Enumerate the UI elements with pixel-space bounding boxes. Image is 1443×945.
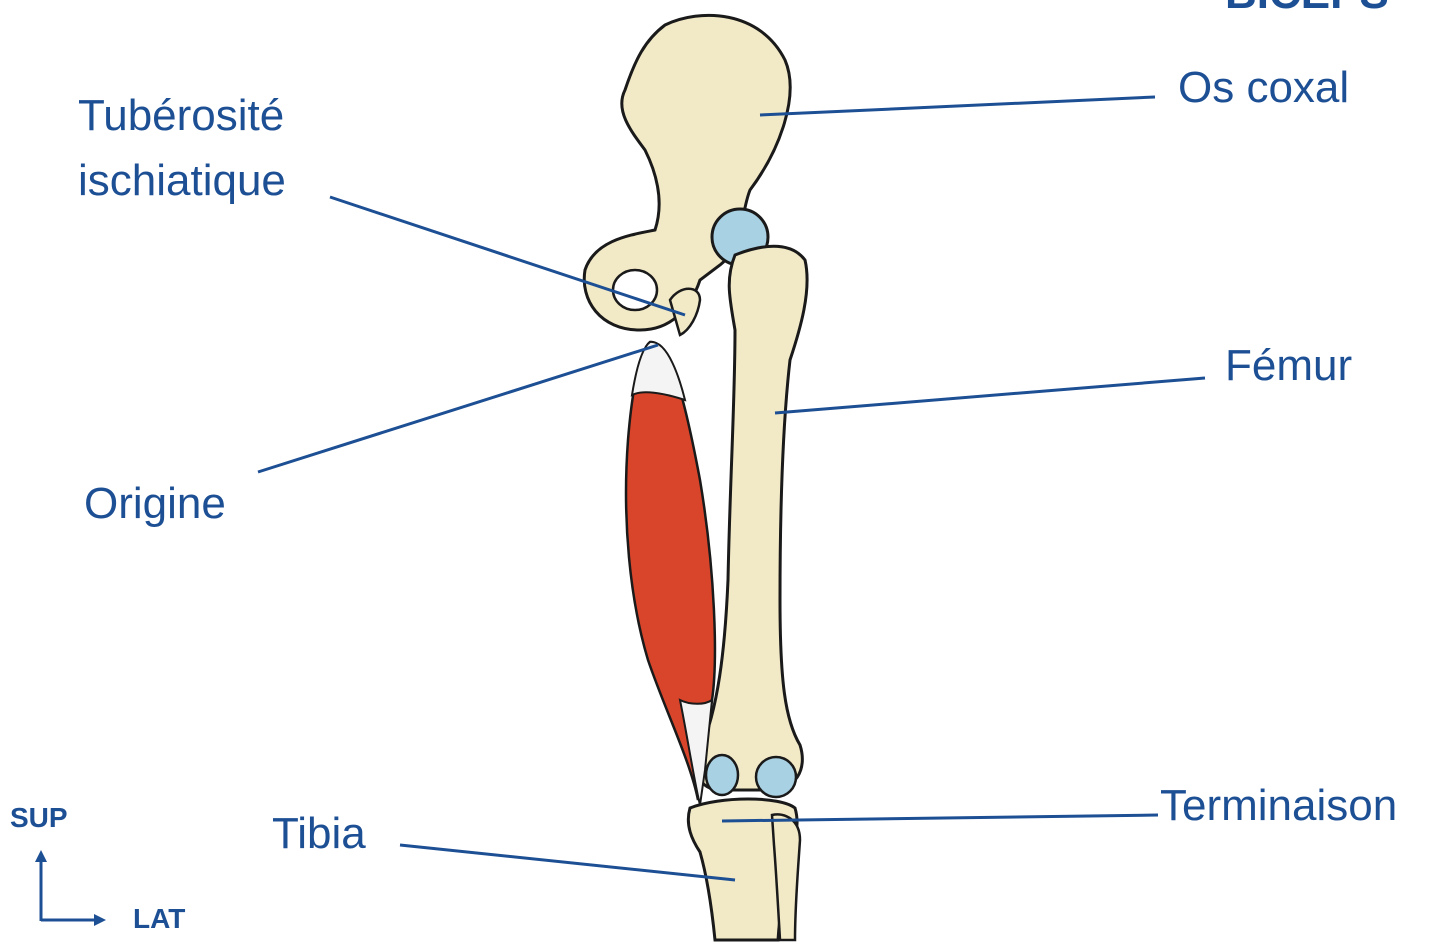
leader-origine: [258, 345, 658, 472]
label-terminaison: Terminaison: [1160, 780, 1397, 833]
label-os-coxal: Os coxal: [1178, 62, 1349, 115]
leader-os-coxal: [760, 97, 1155, 115]
leader-tibia: [400, 845, 735, 880]
label-tuberosite-line1: Tubérosité: [78, 90, 284, 143]
label-femur: Fémur: [1225, 340, 1352, 393]
arrow-right-icon: [94, 914, 106, 926]
femur-shape: [696, 246, 807, 790]
condyle-medial: [756, 757, 796, 797]
label-tuberosite-line2: ischiatique: [78, 155, 286, 208]
orientation-sup: SUP: [10, 802, 68, 834]
orientation-lat: LAT: [133, 903, 185, 935]
condyle-lateral: [706, 755, 738, 795]
arrow-up-icon: [35, 850, 47, 862]
label-tibia: Tibia: [272, 808, 366, 861]
partial-title: BICEPS: [1225, 0, 1389, 21]
leader-femur: [775, 378, 1205, 413]
label-origine: Origine: [84, 478, 226, 531]
